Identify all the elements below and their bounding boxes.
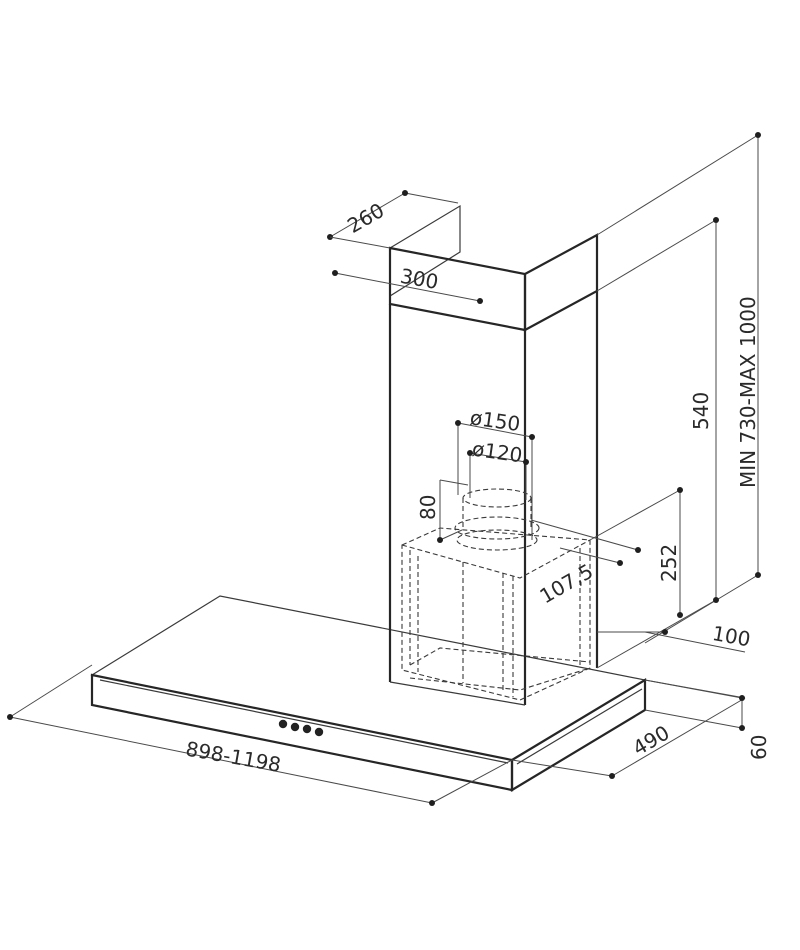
label-490: 490: [629, 720, 674, 760]
label-60: 60: [747, 735, 771, 760]
label-hood-width: 898-1198: [184, 737, 283, 777]
label-260: 260: [343, 198, 388, 238]
chimney: [388, 204, 599, 706]
dim-80: [437, 479, 469, 543]
dim-252: [589, 487, 683, 618]
dim-490: [511, 679, 746, 779]
dim-hood-width: [7, 664, 513, 806]
label-252: 252: [657, 544, 681, 582]
dim-540: [596, 217, 719, 669]
control-buttons: [278, 719, 324, 737]
dim-300: [329, 236, 483, 304]
label-107-5: 107,5: [536, 559, 598, 608]
dim-diameters: [455, 420, 535, 540]
label-outlet-inner: ø120: [471, 437, 524, 468]
dim-260: [327, 190, 459, 240]
hood-canopy: [90, 595, 647, 792]
label-540: 540: [689, 392, 713, 430]
label-outlet-outer: ø150: [469, 405, 522, 436]
dim-107-5: [530, 519, 641, 566]
label-300: 300: [398, 264, 440, 294]
label-80: 80: [416, 495, 440, 520]
dim-60: [644, 679, 745, 731]
dim-100: [597, 629, 746, 653]
label-total-height: MIN 730-MAX 1000: [736, 296, 760, 488]
